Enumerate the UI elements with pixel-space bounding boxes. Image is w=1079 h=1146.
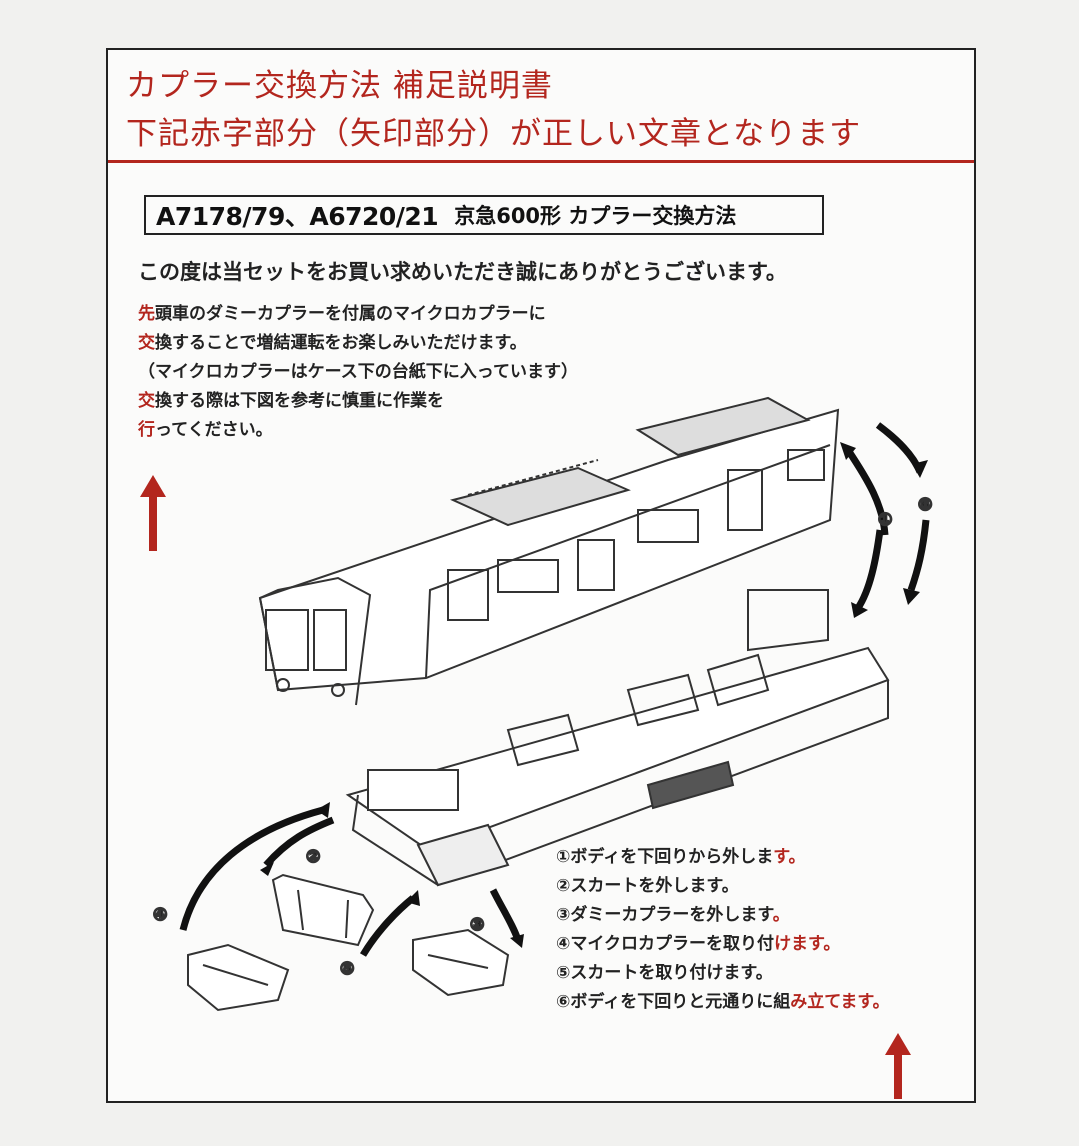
header-divider (108, 160, 974, 163)
step-item: ②スカートを外します。 (556, 876, 739, 896)
sheet-title: カプラー交換方法 補足説明書 (126, 68, 553, 104)
sheet-subtitle: 下記赤字部分（矢印部分）が正しい文章となります (126, 116, 862, 152)
step-item: ③ダミーカプラーを外します。 (556, 905, 790, 925)
up-arrow-icon (885, 1033, 911, 1099)
intro-line: （マイクロカプラーはケース下の台紙下に入っています） (138, 362, 578, 382)
micro-coupler-part (187, 943, 290, 1012)
intro-line: 交換することで増結運転をお楽しみいただけます。 (138, 333, 527, 353)
step-number-3: ③ (470, 915, 484, 935)
intro-line: 行ってください。 (138, 420, 273, 440)
arrow-heads (260, 442, 928, 948)
step-number-2: ② (306, 847, 320, 867)
step-list: ①ボディを下回りから外します。 ②スカートを外します。 ③ダミーカプラーを外しま… (556, 843, 890, 1017)
step-number-6: ⑥ (918, 495, 932, 515)
instruction-sheet: カプラー交換方法 補足説明書 下記赤字部分（矢印部分）が正しい文章となります A… (106, 48, 976, 1103)
intro-line: 交換する際は下図を参考に慎重に作業を (138, 391, 444, 411)
intro-line: 先頭車のダミーカプラーを付属のマイクロカプラーに (138, 304, 546, 324)
step-item: ①ボディを下回りから外します。 (556, 847, 806, 867)
up-arrow-icon (140, 475, 166, 551)
product-heading: A7178/79、A6720/21 京急600形 カプラー交換方法 (144, 195, 824, 235)
car-body (258, 396, 840, 706)
step-item: ④マイクロカプラーを取り付けます。 (556, 934, 841, 954)
intro-text: 先頭車のダミーカプラーを付属のマイクロカプラーに 交換することで増結運転をお楽し… (138, 300, 578, 445)
product-name: 京急600形 カプラー交換方法 (454, 204, 737, 228)
step-item: ⑥ボディを下回りと元通りに組み立てます。 (556, 992, 890, 1012)
underframe (345, 589, 890, 887)
dummy-coupler-part (412, 928, 510, 997)
skirt-part (271, 873, 375, 947)
step-item: ⑤スカートを取り付けます。 (556, 963, 773, 983)
step-number-1: ① (878, 510, 892, 530)
step-number-5: ⑤ (340, 959, 354, 979)
step-number-4: ④ (153, 905, 167, 925)
thanks-line: この度は当セットをお買い求めいただき誠にありがとうございます。 (138, 260, 787, 284)
assembly-illustration: ① ⑥ ② ③ ④ ⑤ (152, 396, 933, 1012)
product-code: A7178/79、A6720/21 (156, 202, 439, 231)
